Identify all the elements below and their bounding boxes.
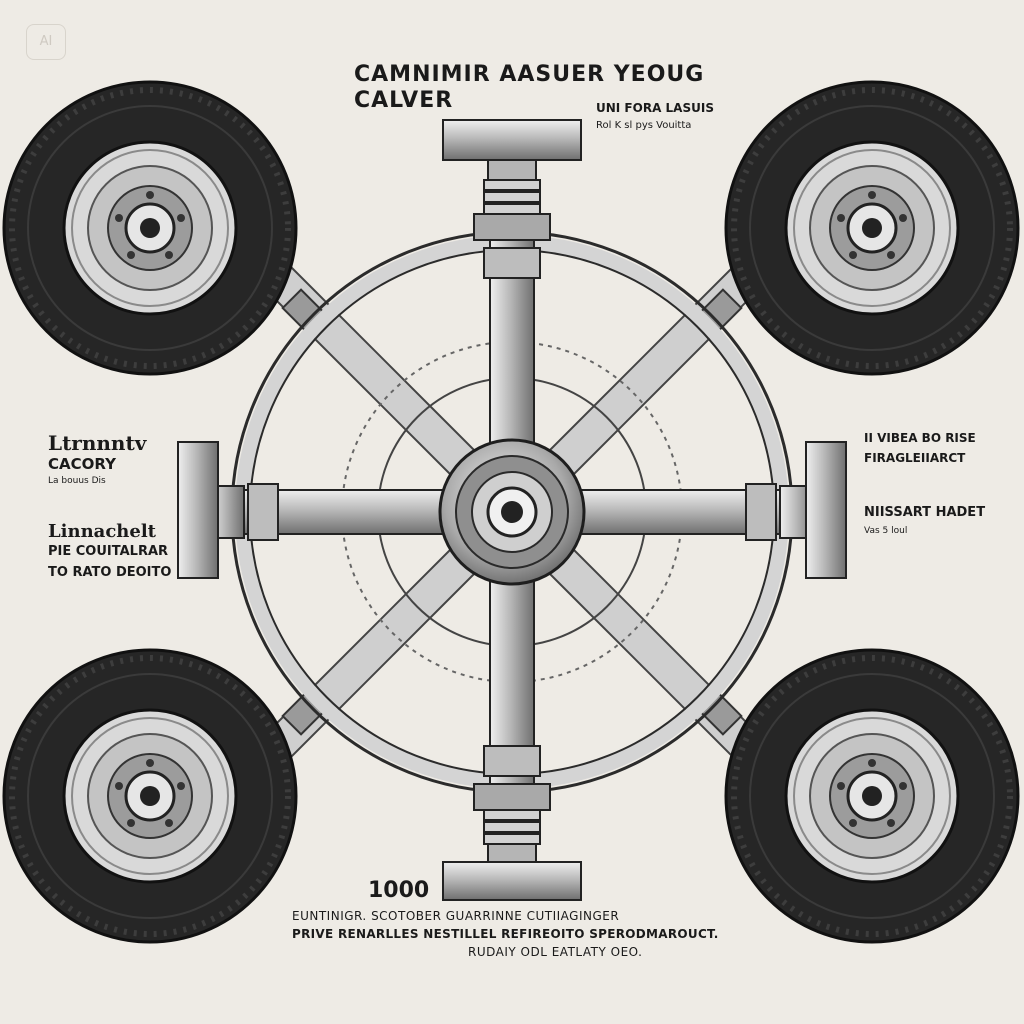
footer-line-3: RUDAIY ODL EATLATY OEO. <box>468 945 643 959</box>
bottom-number: 1000 <box>368 878 430 903</box>
ai-badge: AI <box>26 24 66 60</box>
central-hub <box>438 438 586 586</box>
left-label-2-line-1: Linnachelt <box>48 521 156 542</box>
top-right-note-line-2: Rol K sl pys Vouitta <box>596 120 692 131</box>
left-label-1-line-2: CACORY <box>48 455 116 473</box>
footer-line-1: EUNTINIGR. SCOTOBER GUARRINNE CUTIIAGING… <box>292 909 620 923</box>
left-label-2-line-3: TO RATO DEOITO <box>48 565 172 580</box>
left-label-2-line-2: PIE COUITALRAR <box>48 544 169 559</box>
left-label-1-line-1: Ltrnnntv <box>48 431 147 455</box>
left-label-1-line-3: La bouus Dis <box>48 476 106 486</box>
wheel-top-left <box>4 82 296 374</box>
wheel-bottom-left <box>4 650 296 942</box>
title-line-1: CAMNIMIR AASUER YEOUG <box>354 62 705 87</box>
top-clamp <box>442 119 582 241</box>
wheel-top-right <box>726 82 1018 374</box>
title-line-2: CALVER <box>354 88 454 113</box>
side-clamps <box>177 441 847 579</box>
right-label-2-line-1: NIISSART HADET <box>864 505 986 520</box>
right-label-1-line-2: FIRAGLEIIARCT <box>864 451 966 465</box>
bottom-clamp <box>442 783 582 901</box>
footer-line-2: PRIVE RENARLLES NESTILLEL REFIREOITO SPE… <box>292 927 719 941</box>
top-right-note-line-1: UNI FORA LASUIS <box>596 101 714 115</box>
right-label-2-line-2: Vas 5 loul <box>864 526 908 536</box>
wheel-bottom-right <box>726 650 1018 942</box>
right-label-1-line-1: II VIBEA BO RISE <box>864 431 976 445</box>
